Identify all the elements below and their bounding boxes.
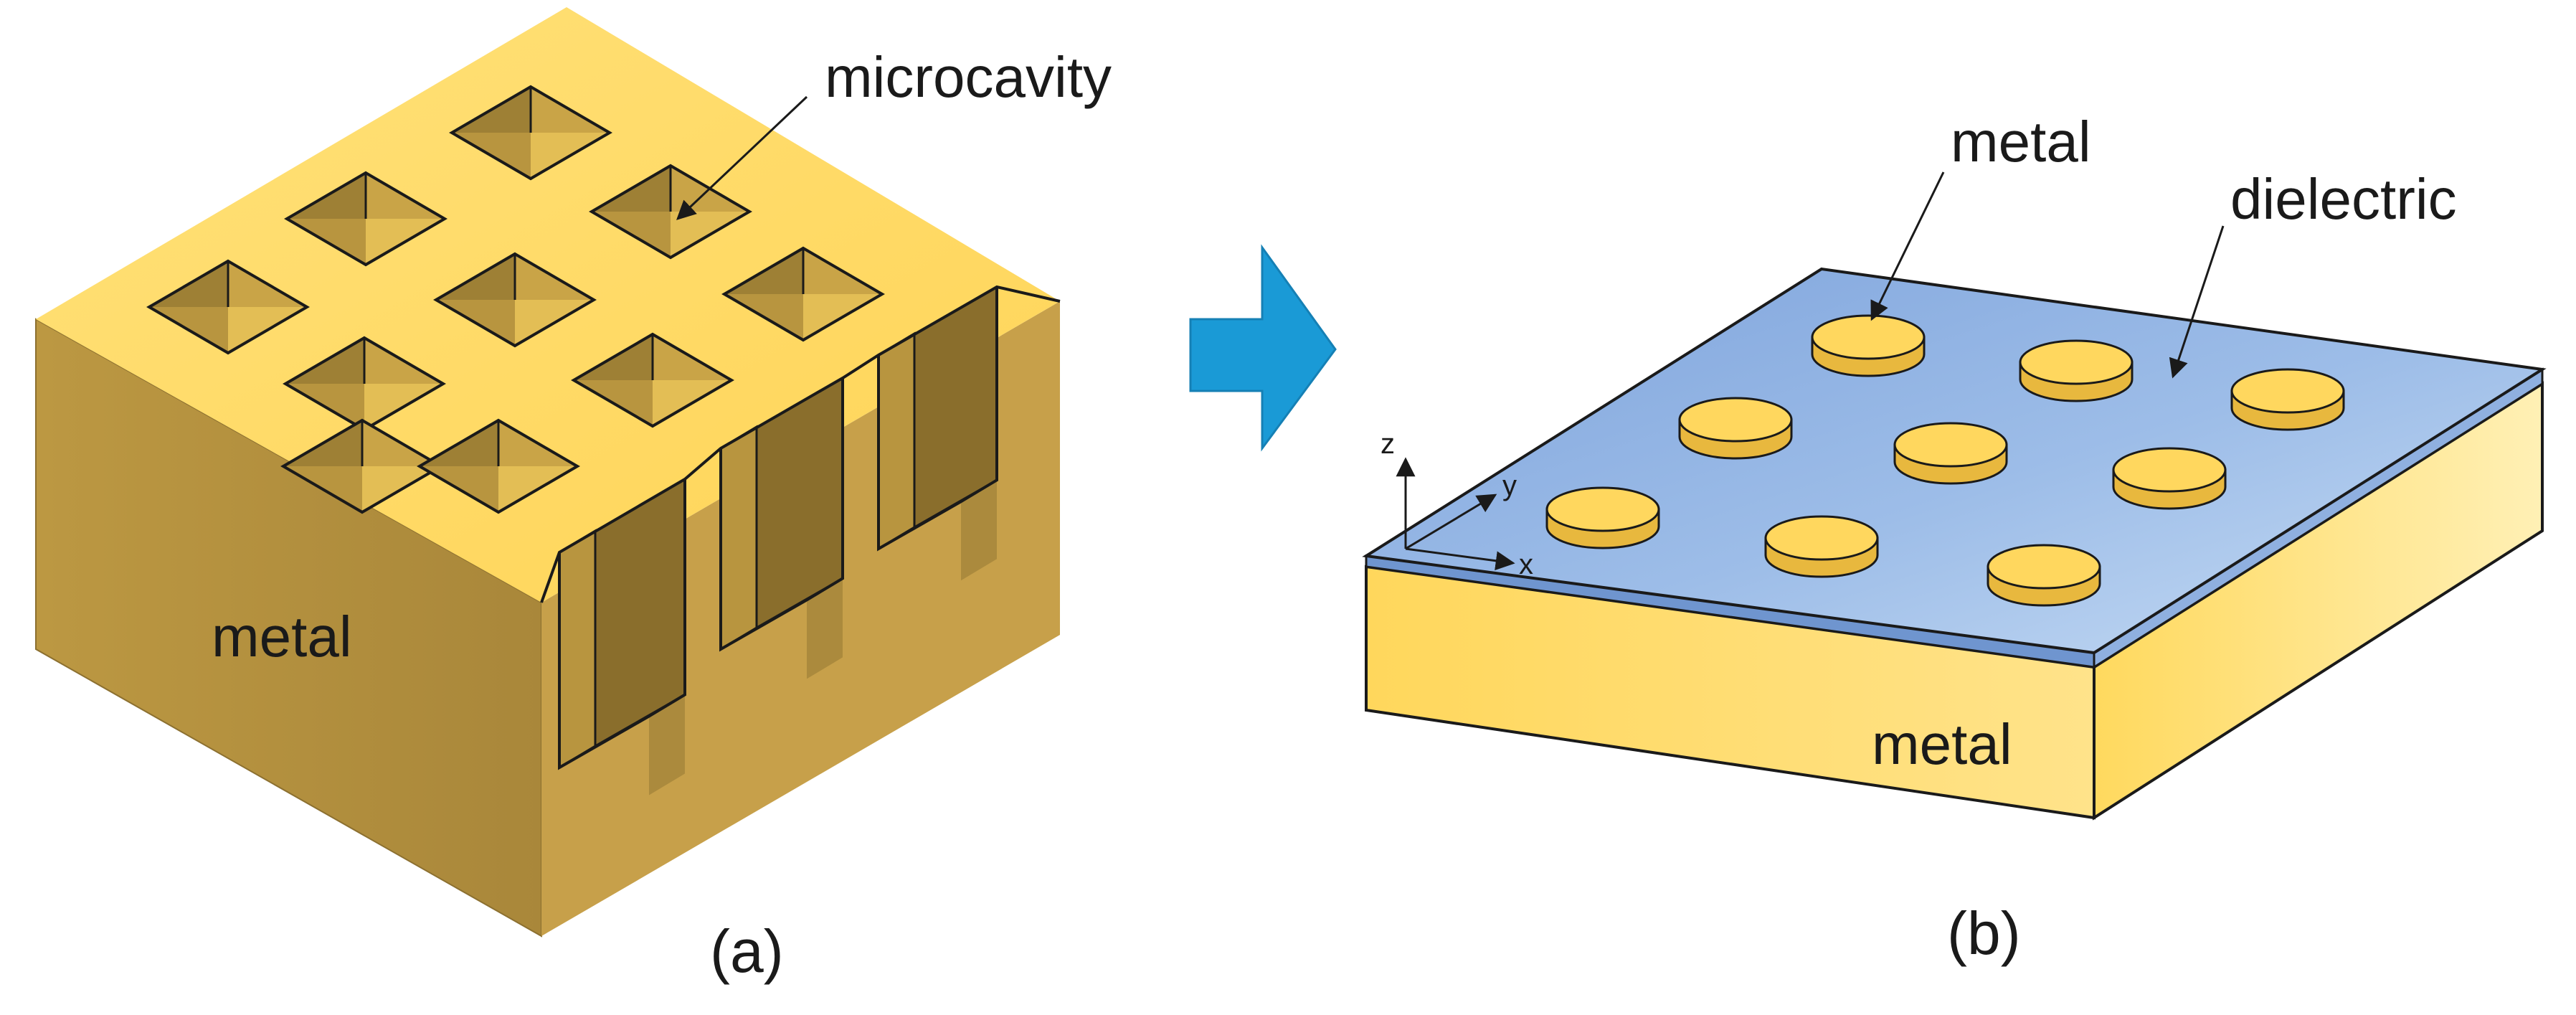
cavity-outline — [721, 246, 885, 342]
trench-floor-edge — [756, 577, 843, 629]
cavity-outline — [589, 164, 752, 260]
microcavity — [146, 259, 310, 355]
panel-b: z y x metal dielectric metal (b) — [1362, 110, 2547, 967]
trench-back — [914, 286, 997, 527]
metal-disk — [1811, 314, 1926, 377]
microcavity — [433, 252, 597, 348]
disk-top — [1893, 422, 2008, 468]
metal-disk — [1764, 515, 1879, 578]
trench-cavity — [877, 286, 998, 581]
trench-left — [721, 427, 757, 649]
disk-pointer — [1870, 171, 1945, 321]
disk-top — [1811, 314, 1926, 360]
microcavity-label: microcavity — [825, 45, 1112, 109]
trench-cavity — [719, 377, 844, 679]
coordinate-axes: z y x — [1381, 428, 1533, 580]
z-axis-label: z — [1381, 428, 1395, 460]
disk-top — [2112, 447, 2227, 493]
cavity-outline — [284, 171, 448, 267]
dielectric-label: dielectric — [2230, 167, 2457, 231]
microcavity — [284, 171, 448, 267]
trench-shadow — [961, 480, 997, 581]
metal-disk — [1545, 486, 1660, 549]
microcavity — [449, 85, 612, 181]
trench-left — [559, 531, 595, 768]
metal-disk — [1893, 422, 2008, 485]
trench-floor-edge — [595, 694, 686, 747]
substrate-metal-label: metal — [1872, 712, 2012, 776]
caption-b: (b) — [1947, 900, 2021, 967]
microcavity — [571, 332, 734, 428]
trench-shadow — [807, 578, 843, 679]
microcavity — [283, 336, 446, 432]
cavity-outline — [146, 259, 310, 355]
metal-disk — [2230, 368, 2345, 431]
metal-disk-array — [1545, 314, 2345, 607]
disk-metal-label: metal — [1951, 110, 2091, 174]
trench-cavity — [558, 479, 686, 796]
trench-left — [879, 334, 914, 549]
dielectric-pointer — [2169, 225, 2225, 379]
microcavity — [417, 418, 580, 514]
trench-cavities — [540, 285, 1061, 796]
metal-disk — [1678, 397, 1793, 460]
trench-back — [595, 479, 685, 746]
x-axis-label: x — [1519, 549, 1533, 580]
trench-floor-edge — [914, 478, 998, 529]
x-axis — [1405, 547, 1515, 571]
disk-top — [1545, 486, 1660, 532]
metal-disk — [2112, 447, 2227, 510]
disk-top — [2230, 368, 2345, 414]
cavity-outline — [417, 418, 580, 514]
disk-top — [2019, 339, 2134, 385]
y-axis — [1405, 494, 1497, 550]
trench-back — [757, 377, 843, 628]
right-arrow-icon — [1189, 244, 1337, 452]
trench-rim — [540, 285, 1061, 603]
disk-top — [1764, 515, 1879, 561]
cavity-outline — [571, 332, 734, 428]
cavity-outline — [433, 252, 597, 348]
block-metal-label: metal — [212, 605, 352, 669]
microcavity-array — [146, 85, 885, 514]
metal-disk — [1987, 544, 2101, 607]
microcavity-pointer — [676, 95, 808, 220]
panel-a: microcavity metal (a) — [35, 7, 1112, 985]
disk-top — [1678, 397, 1793, 443]
cavity-outline — [280, 418, 444, 514]
metal-disk — [2019, 339, 2134, 402]
trench-shadow — [649, 694, 685, 796]
y-axis-label: y — [1502, 470, 1517, 501]
microcavity — [721, 246, 885, 342]
caption-a: (a) — [710, 917, 784, 985]
disk-top — [1987, 544, 2101, 590]
cavity-outline — [449, 85, 612, 181]
microcavity — [280, 418, 444, 514]
